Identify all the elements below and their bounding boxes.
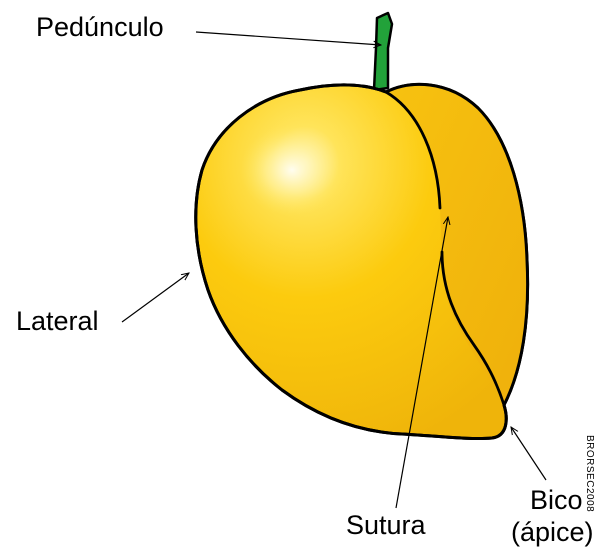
leader-tip bbox=[511, 427, 546, 480]
stem bbox=[374, 13, 392, 90]
label-tip-apex: (ápice) bbox=[511, 519, 594, 546]
label-lateral: Lateral bbox=[16, 308, 99, 335]
leader-peduncle bbox=[196, 32, 381, 45]
label-peduncle: Pedúnculo bbox=[36, 14, 164, 41]
leader-lateral bbox=[122, 273, 189, 322]
label-tip: Bico bbox=[530, 487, 583, 514]
label-suture: Sutura bbox=[346, 512, 426, 539]
fruit-highlight bbox=[240, 124, 344, 216]
image-watermark: BRORSEC2008 bbox=[584, 435, 595, 512]
